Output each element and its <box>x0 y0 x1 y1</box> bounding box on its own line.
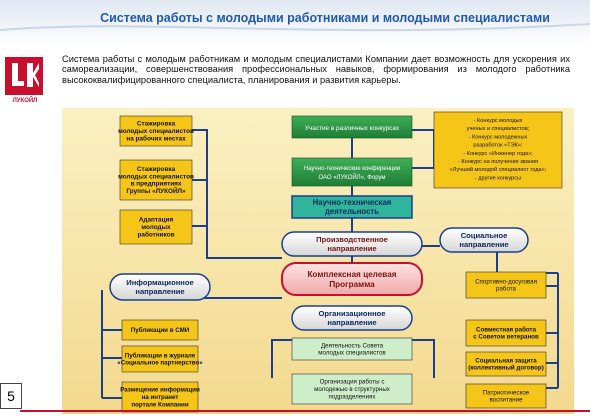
label-social-1: Социальное <box>461 231 508 240</box>
right-bottom-text-label: Патриотическое <box>483 389 530 396</box>
box-internship-workplaces <box>119 115 193 147</box>
box-council <box>291 337 413 361</box>
label-production-2: направление <box>327 244 376 253</box>
lukoil-logo <box>3 55 45 107</box>
left-top-text-label: молодых специалистов <box>118 128 194 135</box>
page-number: 5 <box>0 383 22 409</box>
left-top-text-label: Адаптация <box>139 217 174 224</box>
left-top-text-label: молодых специалистов <box>118 173 194 180</box>
contests-line: «Лучший молодой специалист года»; <box>450 166 547 173</box>
box-youth-work <box>291 373 413 405</box>
box-patriotic <box>465 383 547 409</box>
label-center-2: Программа <box>329 280 375 289</box>
label-sci-tech-2: деятельность <box>325 207 379 216</box>
contests-line: ученых и специалистов; <box>467 126 530 132</box>
left-top-text-label: в предприятиях <box>131 181 182 188</box>
label-production-1: Производственное <box>316 235 388 244</box>
label-information-1: Информационное <box>126 278 194 287</box>
left-top-text-label: Стажировка <box>137 166 176 173</box>
oval-production <box>281 231 423 257</box>
label-sci-tech-1: Научно-техническая <box>313 198 392 207</box>
org-text-label: молодых специалистов <box>318 350 386 357</box>
footer-line <box>20 410 590 412</box>
label-information-2: направление <box>135 287 184 296</box>
label-organization-1: Организационное <box>318 309 385 318</box>
oval-organization <box>291 305 413 331</box>
left-bottom-text-label: «Социальное партнерство» <box>117 360 203 367</box>
left-bottom-text-label: Публикации в СМИ <box>131 327 190 334</box>
org-text-label: подразделениях <box>329 393 377 400</box>
right-bottom-text-label: Социальная защита <box>475 357 537 364</box>
box-sport-leisure <box>465 271 547 299</box>
contests-line: - Конкурс молодежных <box>469 134 528 140</box>
left-bottom-text-label: на интранет <box>142 394 179 401</box>
label-social-2: направление <box>459 240 508 249</box>
header-background <box>0 0 590 46</box>
label-conferences-2: ОАО «ЛУКОЙЛ», Форум <box>318 173 385 181</box>
left-bottom-text-label: Публикации в журнале <box>125 352 196 359</box>
left-top-text-label: Стажировка <box>137 121 176 128</box>
right-bottom-text-label: с Советом ветеранов <box>473 334 539 341</box>
box-veterans <box>465 319 547 347</box>
page-title: Система работы с молодыми работниками и … <box>100 11 550 25</box>
left-bottom-text-label: портале Компании <box>131 401 188 408</box>
contests-line: - другие конкурсы <box>475 175 521 181</box>
org-text-label: молодежью в структурных <box>314 386 391 393</box>
right-bottom-text-label: воспитание <box>489 397 523 404</box>
box-internship-group <box>119 159 193 201</box>
box-media-publications <box>121 319 199 341</box>
oval-information <box>109 273 211 301</box>
contests-line: - Конкурс «Инженер года»; <box>463 151 533 157</box>
box-journal-publications <box>121 345 199 373</box>
box-contests-participation <box>291 115 413 139</box>
contests-line: разработок «ТЭК»; <box>473 143 523 149</box>
header-band <box>0 0 590 46</box>
left-top-boxes <box>119 115 193 245</box>
oval-center-program <box>281 262 423 296</box>
box-contests-list <box>433 111 563 189</box>
right-bottom-text-label: (коллективный договор) <box>468 365 544 372</box>
left-top-text-label: работников <box>137 230 174 238</box>
right-bottom-text-label: работа <box>496 286 516 293</box>
oval-social <box>439 227 529 253</box>
box-intranet <box>121 381 199 413</box>
box-conferences <box>291 157 413 187</box>
box-social-protection <box>465 351 547 377</box>
left-bottom-text-label: Размещение информации <box>120 387 200 394</box>
logo-caption: ЛУКОЙЛ <box>12 98 38 104</box>
label-organization-2: направление <box>327 318 376 327</box>
line-left-top-spine <box>192 129 282 259</box>
label-conferences-1: Научно-технические конференции <box>304 166 400 172</box>
left-top-text-label: Группы «ЛУКОЙЛ» <box>126 186 186 195</box>
label-center-1: Комплексная целевая <box>307 270 396 279</box>
box-sci-tech <box>291 195 413 219</box>
intro-paragraph: Система работы с молодым работникам и мо… <box>62 54 570 85</box>
left-top-text-label: на рабочих местах <box>126 134 186 142</box>
lukoil-logo-icon <box>5 57 43 95</box>
contests-line: - Конкурс на получение звания <box>458 159 538 165</box>
org-text-label: Деятельность Совета <box>321 342 384 349</box>
left-top-text-label: молодых <box>141 224 171 231</box>
org-text-label: Организация работы с <box>320 379 385 386</box>
box-adaptation <box>119 209 193 245</box>
right-bottom-text-label: Спортивно-досуговая <box>475 278 537 285</box>
contests-line: - Конкурс молодых <box>474 118 523 124</box>
label-contests-participation: Участие в различных конкурсах <box>305 125 400 132</box>
right-bottom-text-label: Совместная работа <box>476 326 537 333</box>
